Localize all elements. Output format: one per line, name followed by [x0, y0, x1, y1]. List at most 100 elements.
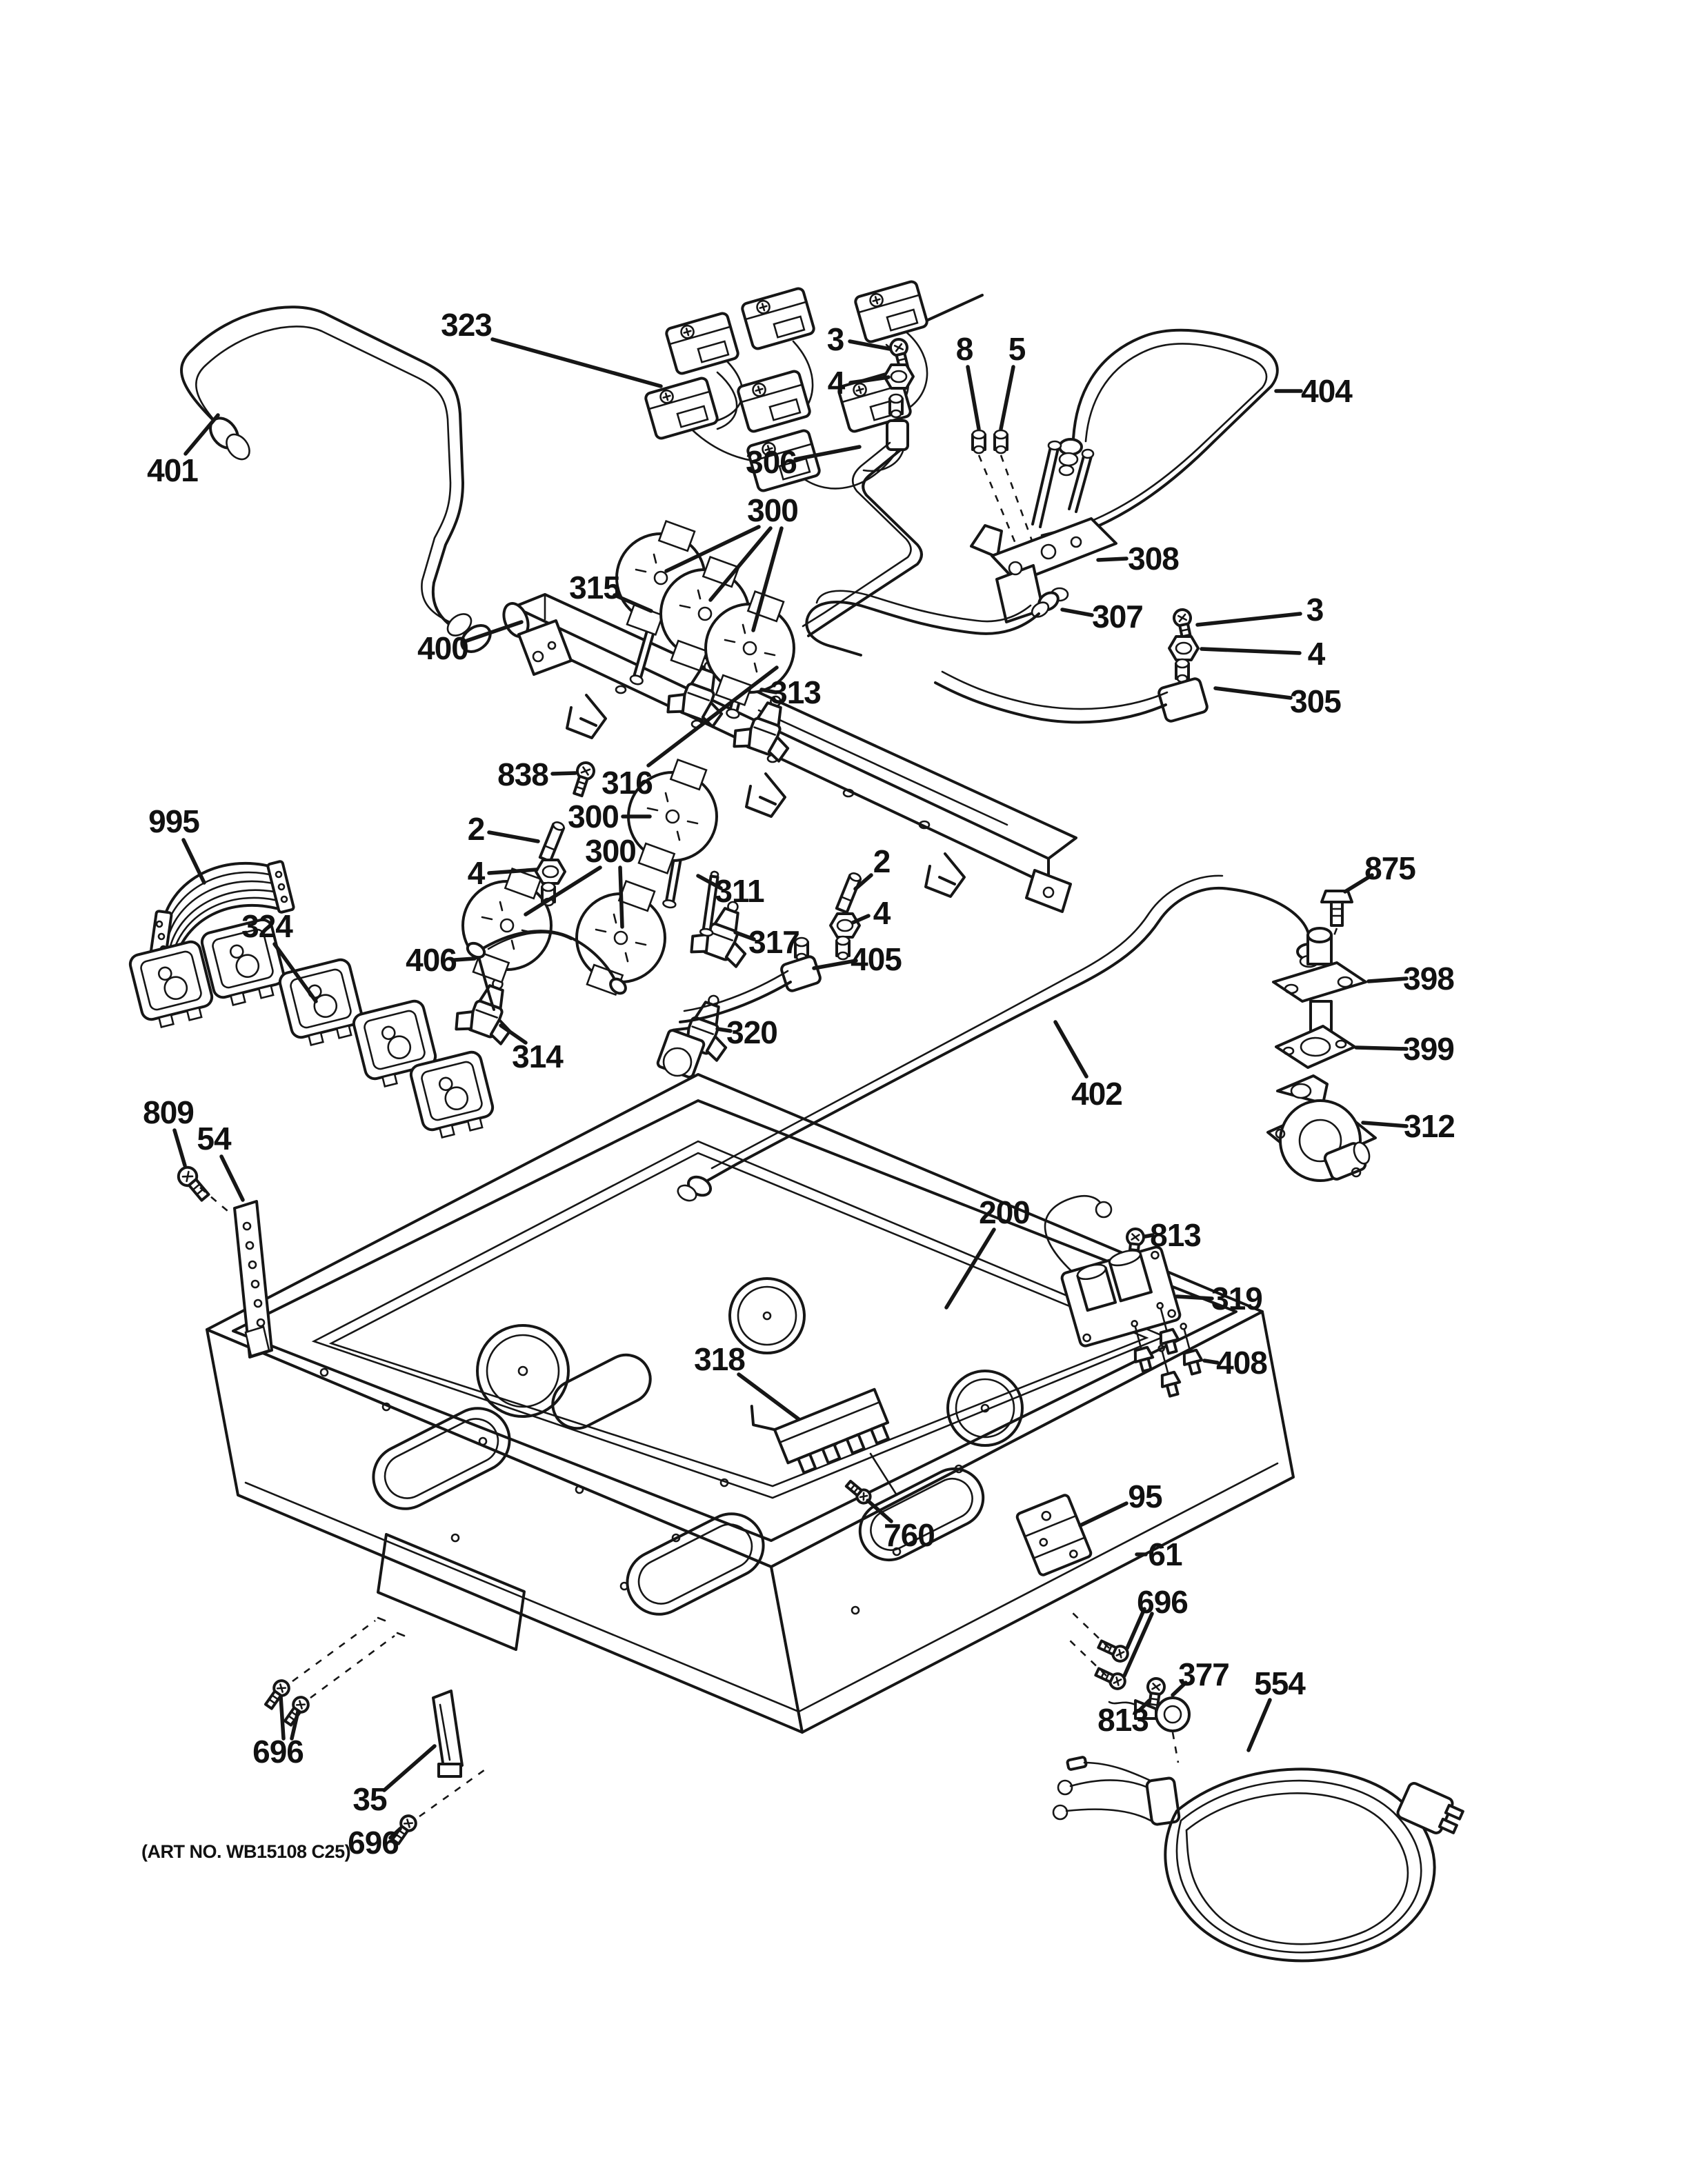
- callout-leader: [615, 595, 651, 611]
- callout-leader: [1204, 1361, 1217, 1363]
- callout-554: 554: [1249, 1665, 1306, 1750]
- orifice-holder-306-top: [887, 393, 908, 450]
- callout-838: 838: [497, 757, 575, 792]
- callout-leader: [1173, 1683, 1186, 1695]
- callout-323: 323: [441, 307, 661, 386]
- part-number-label: 4: [828, 365, 846, 401]
- callout-401: 401: [147, 415, 218, 488]
- callout-leader: [275, 944, 316, 1001]
- nut-4-left: [535, 859, 566, 885]
- callout-leader: [1363, 1123, 1406, 1126]
- wire-harness-554: [1053, 1756, 1465, 1961]
- part-number-label: 8: [956, 331, 973, 367]
- part-number-label: 314: [512, 1039, 564, 1074]
- callout-305: 305: [1215, 683, 1342, 719]
- callout-306: 306: [746, 444, 859, 480]
- valve-320: [657, 985, 743, 1079]
- part-number-label: 838: [497, 757, 548, 792]
- manifold-bracket-left: [519, 621, 571, 674]
- part-number-label: 313: [770, 674, 821, 710]
- callout-696-3: 696: [348, 1825, 400, 1861]
- part-number-label: 875: [1364, 850, 1415, 886]
- callout-300-1: 300: [666, 492, 799, 630]
- part-number-label: 312: [1404, 1108, 1455, 1144]
- gasket-399: [1276, 1026, 1355, 1068]
- callout-leader: [1145, 1235, 1153, 1236]
- callout-leader: [1127, 1609, 1144, 1648]
- manifold-clamps: [567, 695, 964, 896]
- part-number-label: 308: [1128, 541, 1179, 577]
- callout-2-2: 2: [855, 843, 891, 889]
- orifice-right: [835, 935, 851, 961]
- callout-95: 95: [1080, 1479, 1163, 1525]
- callout-leader: [620, 868, 622, 927]
- part-number-label: 300: [568, 799, 619, 834]
- callout-leader: [1369, 979, 1406, 981]
- callout-324: 324: [241, 908, 316, 1001]
- callout-813-1: 813: [1145, 1217, 1202, 1253]
- callout-leader: [186, 415, 218, 454]
- gas-tube-306: [803, 443, 922, 636]
- callout-leader: [666, 527, 759, 571]
- callout-377: 377: [1173, 1656, 1230, 1695]
- callout-35: 35: [352, 1746, 435, 1817]
- part-number-label: 300: [585, 833, 636, 869]
- gas-tube-307: [806, 589, 1061, 655]
- manifold-400: [499, 594, 1076, 912]
- part-number-label: 398: [1403, 961, 1454, 996]
- callout-leader: [183, 840, 204, 883]
- callout-leader: [467, 622, 521, 641]
- bracket-35: [433, 1691, 462, 1776]
- callout-8: 8: [956, 331, 979, 429]
- callout-leader: [384, 1746, 435, 1790]
- part-number-label: 995: [148, 803, 199, 839]
- callout-leader: [814, 961, 856, 968]
- callout-314: 314: [501, 1025, 564, 1074]
- callout-406: 406: [406, 942, 475, 978]
- callout-leader: [648, 668, 777, 765]
- part-number-label: 696: [252, 1734, 304, 1770]
- part-number-label: 406: [406, 942, 457, 978]
- callout-leader: [717, 1029, 730, 1031]
- callout-leader: [281, 1696, 284, 1739]
- callout-leader: [1249, 1700, 1270, 1750]
- callout-leader: [1356, 1048, 1406, 1049]
- callout-312: 312: [1363, 1108, 1455, 1144]
- screws-696-left: [261, 1676, 312, 1729]
- callout-4-1: 4: [828, 365, 888, 401]
- callout-leader: [753, 528, 782, 630]
- callout-leader: [1124, 1614, 1152, 1676]
- spark-switch-harness-323: [643, 279, 982, 494]
- callout-leader: [1139, 1701, 1149, 1711]
- part-number-label: 323: [441, 307, 492, 343]
- part-number-label: 4: [468, 855, 486, 891]
- callout-leader: [489, 832, 538, 841]
- callout-leader: [739, 1374, 799, 1419]
- callout-leader: [850, 341, 890, 349]
- orifice-8: [971, 429, 986, 454]
- part-number-label: 319: [1211, 1281, 1262, 1316]
- screw-809: [175, 1163, 212, 1203]
- callout-leader: [1055, 1022, 1086, 1076]
- part-number-label: 696: [1137, 1584, 1188, 1620]
- callout-2-1: 2: [468, 811, 538, 847]
- screw-838: [568, 759, 598, 799]
- callout-3-2: 3: [1197, 592, 1324, 628]
- callout-leader: [1197, 614, 1300, 625]
- callout-200: 200: [946, 1194, 1031, 1308]
- callout-316: 316: [602, 668, 777, 801]
- callout-315: 315: [569, 570, 651, 611]
- callout-leader: [493, 339, 661, 386]
- gas-tube-405: [680, 936, 822, 1022]
- part-number-label: 315: [569, 570, 620, 605]
- callout-leader: [735, 932, 754, 939]
- part-number-label: 405: [851, 941, 902, 977]
- part-number-label: 300: [747, 492, 798, 528]
- part-number-label: 377: [1178, 1656, 1229, 1692]
- callout-696-1: 696: [1124, 1584, 1189, 1676]
- callout-leader: [851, 377, 888, 383]
- callout-leader: [501, 1025, 526, 1043]
